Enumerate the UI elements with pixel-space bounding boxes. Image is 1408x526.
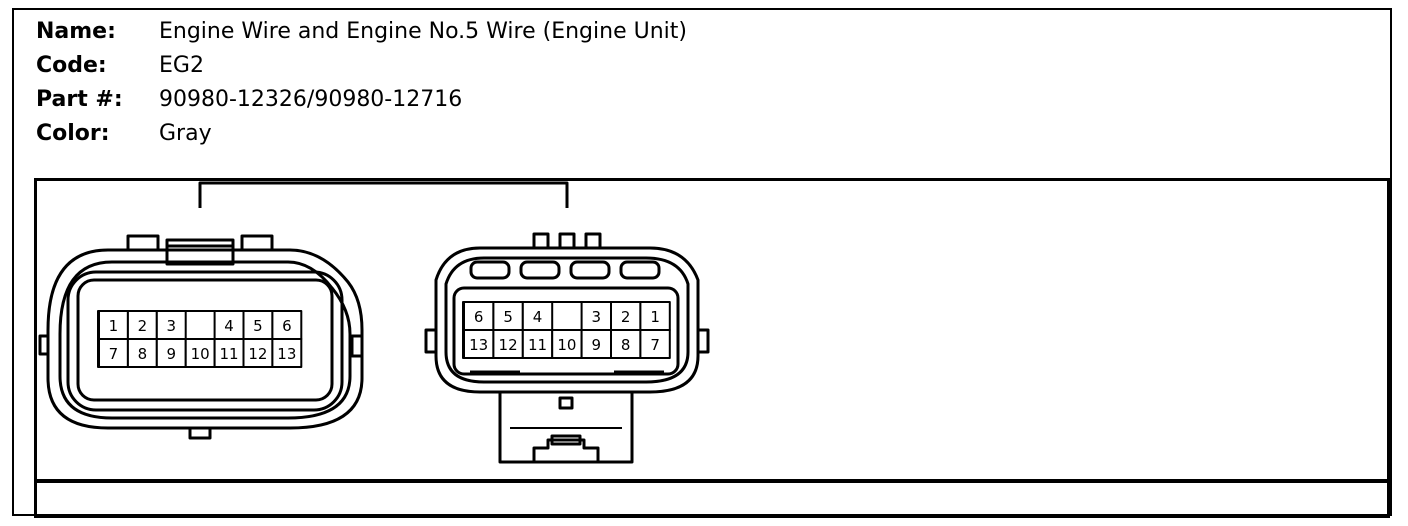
left-pin-cell-3 — [155, 310, 187, 340]
right-pin-cell-8 — [610, 329, 642, 359]
right-pin-label: 4 — [533, 308, 543, 326]
left-pin-label: 9 — [166, 345, 176, 363]
right-pin-grid: 6 5 4 3 2 1 13 12 11 10 9 8 7 — [463, 301, 671, 359]
right-pin-label: 13 — [469, 336, 488, 354]
right-pin-label: 5 — [503, 308, 513, 326]
name-label: Name: — [36, 19, 116, 44]
connector-right: 6 5 4 3 2 1 13 12 11 10 9 8 7 — [424, 232, 710, 464]
left-pin-label: 13 — [277, 345, 296, 363]
color-label: Color: — [36, 121, 110, 146]
left-pin-cell-12 — [242, 338, 274, 368]
color-value: Gray — [159, 121, 212, 146]
left-pin-label: 3 — [166, 317, 176, 335]
left-pin-label: 8 — [138, 345, 148, 363]
right-pin-cell-7 — [639, 329, 671, 359]
right-pin-label: 3 — [592, 308, 602, 326]
right-pin-label: 2 — [621, 308, 631, 326]
connector-pair-bracket — [198, 181, 569, 208]
name-value: Engine Wire and Engine No.5 Wire (Engine… — [159, 19, 687, 44]
right-pin-label: 8 — [621, 336, 631, 354]
right-pin-cell-1 — [639, 301, 671, 331]
right-pin-cell-4 — [521, 301, 554, 331]
left-pin-cell-11 — [213, 338, 245, 368]
part-number-label: Part #: — [36, 87, 123, 112]
right-pin-label: 6 — [474, 308, 484, 326]
footer-box — [34, 480, 1390, 518]
left-pin-label: 4 — [224, 317, 234, 335]
left-pin-label: 10 — [191, 345, 210, 363]
left-pin-label: 7 — [109, 345, 119, 363]
right-pin-cell-9 — [580, 329, 612, 359]
right-pin-label: 9 — [592, 336, 602, 354]
right-pin-label: 10 — [557, 336, 576, 354]
left-pin-label: 5 — [253, 317, 263, 335]
right-pin-label: 11 — [528, 336, 547, 354]
left-pin-label: 2 — [138, 317, 148, 335]
code-value: EG2 — [159, 53, 204, 78]
right-pin-label: 7 — [650, 336, 660, 354]
right-pin-label: 12 — [499, 336, 518, 354]
left-pin-label: 1 — [109, 317, 119, 335]
left-pin-cell-13 — [271, 338, 303, 368]
left-pin-label: 6 — [282, 317, 292, 335]
right-pin-label: 1 — [650, 308, 660, 326]
code-label: Code: — [36, 53, 107, 78]
left-pin-cell-5 — [242, 310, 274, 340]
part-number-value: 90980-12326/90980-12716 — [159, 87, 463, 112]
left-pin-label: 12 — [248, 345, 267, 363]
left-pin-cell-4 — [213, 310, 245, 340]
left-pin-label: 11 — [220, 345, 239, 363]
